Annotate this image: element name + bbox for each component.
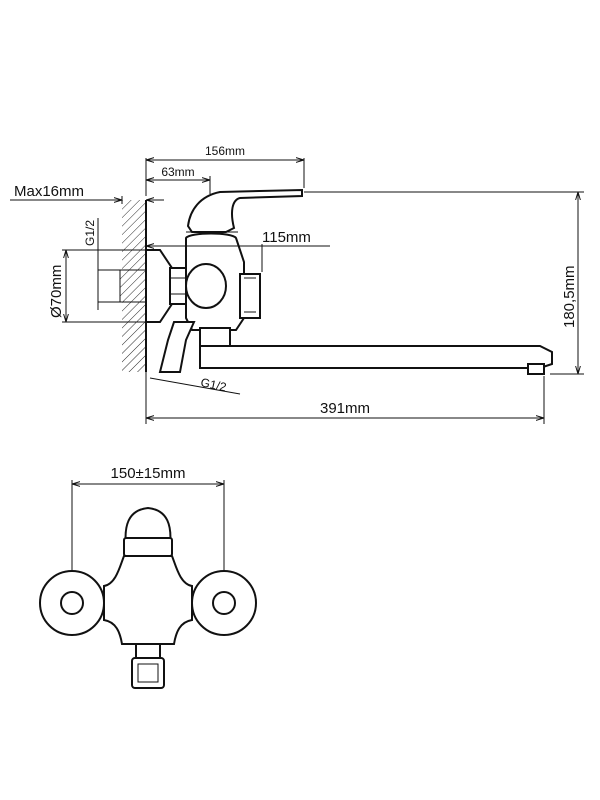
dimension-diameter-label: Ø70mm: [48, 265, 65, 318]
long-spout: [199, 327, 553, 375]
front-lever-handle: [124, 506, 172, 547]
dimension-diameter-70mm: Ø70mm: [48, 249, 146, 323]
front-shower-outlet: [131, 643, 165, 689]
left-wall-flange: [39, 570, 105, 636]
dimension-150mm: 150±15mm: [71, 465, 225, 604]
dimension-63mm: 63mm: [146, 165, 211, 194]
dimension-150mm-label: 150±15mm: [111, 465, 186, 482]
thread-label-top: G1/2: [83, 218, 99, 310]
valve-dome: [185, 263, 227, 309]
front-view: 150±15mm: [39, 465, 257, 689]
thread-label-bottom-text: G1/2: [199, 375, 228, 394]
thread-label-bottom: G1/2: [149, 375, 241, 395]
thread-label-top-text: G1/2: [83, 220, 97, 246]
dimension-391mm-label: 391mm: [320, 400, 370, 417]
front-mixer-body: [103, 555, 193, 645]
diverter-knob: [239, 273, 261, 319]
dimension-180-5mm-label: 180,5mm: [561, 265, 578, 328]
dimension-max16mm: Max16mm: [10, 183, 164, 204]
inlet-pipe-top: [98, 269, 149, 303]
dimension-391mm: 391mm: [145, 372, 545, 424]
shower-outlet: [158, 321, 196, 373]
lever-handle: [186, 188, 303, 233]
side-view: 156mm 63mm Max16mm G1/2 Ø70mm: [10, 144, 584, 424]
wall-flange: [145, 249, 173, 323]
dimension-max16mm-label: Max16mm: [14, 183, 84, 200]
dimension-156mm-label: 156mm: [205, 144, 245, 158]
dimension-63mm-label: 63mm: [161, 165, 194, 179]
dimension-115mm-label: 115mm: [262, 229, 311, 246]
dimension-156mm: 156mm: [145, 144, 305, 196]
dimension-115mm: 115mm: [146, 229, 330, 272]
right-wall-flange: [191, 570, 257, 636]
dimension-180-5mm: 180,5mm: [304, 191, 584, 375]
